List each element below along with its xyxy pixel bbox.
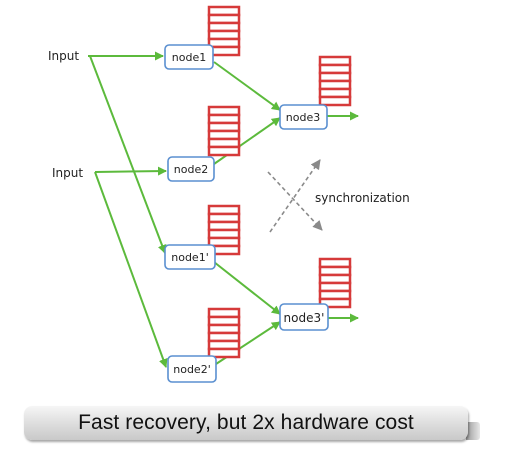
node1-replica-box: node1' xyxy=(164,244,216,270)
input-arrows xyxy=(88,51,168,368)
node3-box: node3 xyxy=(279,104,328,130)
input-label-2: Input xyxy=(52,166,83,180)
buffer-node1-replica xyxy=(207,204,241,256)
buffer-node2 xyxy=(207,105,241,157)
node3-replica-box: node3' xyxy=(279,303,329,331)
input-label-1: Input xyxy=(48,49,79,63)
node2-box: node2 xyxy=(167,156,215,182)
caption-text: Fast recovery, but 2x hardware cost xyxy=(78,411,414,434)
caption-bar-shadow xyxy=(466,422,480,440)
buffer-node3-replica xyxy=(318,257,352,309)
node2-replica-box: node2' xyxy=(167,355,217,383)
node3-replica-label: node3' xyxy=(284,311,325,325)
node1-replica-label: node1' xyxy=(171,251,208,264)
node2-replica-label: node2' xyxy=(173,363,210,376)
buffer-node2-replica xyxy=(207,307,241,359)
node3-label: node3 xyxy=(286,111,320,124)
node1-label: node1 xyxy=(172,51,206,64)
caption-bar: Fast recovery, but 2x hardware cost xyxy=(24,406,468,440)
buffer-node3 xyxy=(318,55,352,107)
buffer-node1 xyxy=(207,5,241,57)
synchronization-arrows xyxy=(267,159,323,233)
node1-box: node1 xyxy=(164,44,214,70)
synchronization-label: synchronization xyxy=(315,191,410,205)
node2-label: node2 xyxy=(174,163,208,176)
